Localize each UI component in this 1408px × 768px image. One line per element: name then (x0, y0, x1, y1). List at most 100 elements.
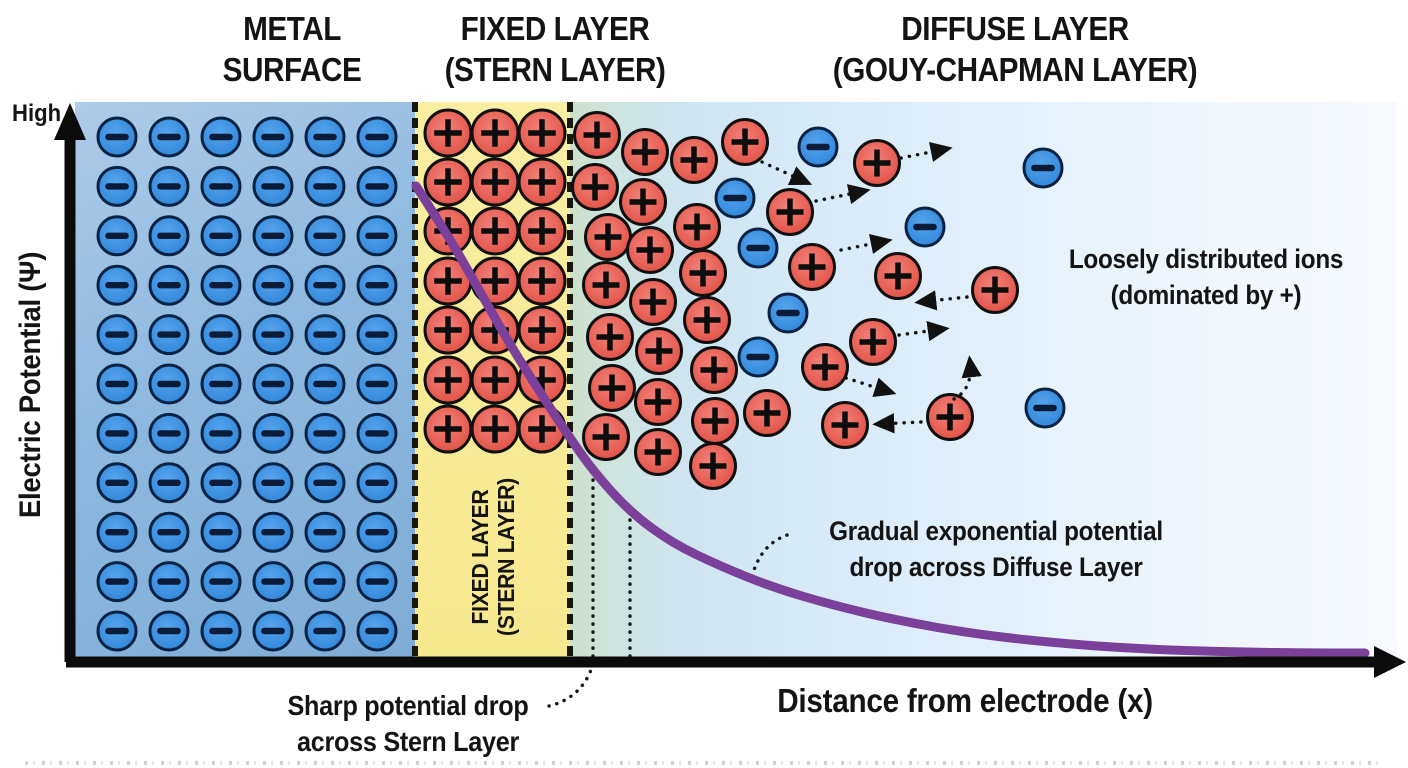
axes (54, 103, 1406, 678)
header-metal-line1: METAL (243, 10, 341, 47)
positive-ion (673, 203, 721, 251)
annotation-loose-ions: Loosely distributed ions (dominated by +… (1068, 241, 1344, 313)
positive-ion (683, 296, 731, 344)
positive-ion (423, 355, 473, 405)
positive-ion (821, 401, 869, 449)
negative-ion (96, 412, 138, 454)
negative-ion (304, 116, 346, 158)
positive-ion (689, 442, 737, 490)
annotation-sharp-drop: Sharp potential drop across Stern Layer (287, 688, 528, 760)
positive-ion (766, 188, 814, 236)
negative-ion (252, 610, 294, 652)
x-axis-arrowhead (1374, 646, 1406, 678)
positive-ion (690, 346, 738, 394)
negative-ion (148, 264, 190, 306)
positive-ion (423, 404, 473, 454)
positive-ion (517, 256, 567, 306)
negative-ion (200, 264, 242, 306)
stern-band-label-line2: (STERN LAYER) (493, 478, 519, 636)
annotation-gradual-drop: Gradual exponential potential drop acros… (829, 513, 1163, 585)
negative-ion (148, 363, 190, 405)
positive-ion (853, 139, 901, 187)
gradual-drop-line1: Gradual exponential potential (829, 516, 1163, 546)
negative-ion (737, 336, 779, 378)
negative-ion (96, 363, 138, 405)
negative-ion (200, 462, 242, 504)
negative-ion (200, 412, 242, 454)
negative-ion (148, 462, 190, 504)
positive-ion (721, 118, 769, 166)
negative-ion (96, 561, 138, 603)
positive-ion (582, 261, 630, 309)
bottom-artifact-strip (25, 761, 1383, 765)
header-diffuse-line1: DIFFUSE LAYER (901, 10, 1129, 47)
negative-ion (96, 215, 138, 257)
loose-ions-line1: Loosely distributed ions (1068, 244, 1344, 274)
sharp-drop-line1: Sharp potential drop (287, 690, 529, 721)
y-axis-high-label: High (12, 100, 62, 127)
positive-ion (470, 355, 520, 405)
negative-ion (252, 561, 294, 603)
positive-ion (849, 318, 897, 366)
negative-ion (356, 462, 398, 504)
positive-ion (470, 206, 520, 256)
negative-ion (96, 314, 138, 356)
negative-ion (200, 314, 242, 356)
positive-ion (423, 108, 473, 158)
negative-ion (200, 215, 242, 257)
negative-ion (252, 412, 294, 454)
positive-ion (517, 157, 567, 207)
negative-ion (304, 215, 346, 257)
dotted-guide-lines (547, 470, 792, 708)
sharp-drop-line2: across Stern Layer (296, 726, 520, 757)
negative-ion (304, 462, 346, 504)
negative-ion (148, 511, 190, 553)
header-stern-layer: FIXED LAYER (STERN LAYER) (445, 8, 666, 90)
negative-ion (252, 511, 294, 553)
positive-ion (635, 327, 683, 375)
negative-ion (356, 561, 398, 603)
negative-ion (356, 314, 398, 356)
negative-ion (714, 177, 756, 219)
header-stern-line2: (STERN LAYER) (444, 51, 666, 88)
ion-motion-arrows (760, 141, 982, 434)
ions (96, 108, 1066, 652)
loose-ions-line2: (dominated by +) (1110, 280, 1302, 310)
header-stern-line1: FIXED LAYER (460, 10, 650, 47)
y-axis-label: Electric Potential (Ψ) (14, 251, 47, 519)
positive-ion (423, 157, 473, 207)
negative-ion (304, 165, 346, 207)
x-axis-label: Distance from electrode (x) (777, 682, 1153, 719)
stern-band-label-line1: FIXED LAYER (467, 489, 493, 625)
negative-ion (148, 412, 190, 454)
layer-boundaries (412, 102, 573, 662)
negative-ion (304, 314, 346, 356)
header-diffuse-layer: DIFFUSE LAYER (GOUY-CHAPMAN LAYER) (833, 8, 1198, 90)
positive-ion (517, 108, 567, 158)
negative-ion (304, 264, 346, 306)
positive-ion (874, 252, 922, 300)
positive-ion (573, 111, 621, 159)
negative-ion (96, 165, 138, 207)
negative-ion (356, 264, 398, 306)
negative-ion (148, 215, 190, 257)
negative-ion (252, 215, 294, 257)
negative-ion (356, 363, 398, 405)
negative-ion (767, 292, 809, 334)
negative-ion (148, 561, 190, 603)
negative-ion (96, 462, 138, 504)
positive-ion (679, 249, 727, 297)
positive-ion (582, 413, 630, 461)
negative-ion (200, 363, 242, 405)
negative-ion (252, 264, 294, 306)
negative-ion (797, 126, 839, 168)
header-metal-line2: SURFACE (222, 51, 362, 88)
negative-ion (304, 610, 346, 652)
positive-ion (621, 128, 669, 176)
negative-ion (148, 610, 190, 652)
negative-ion (200, 610, 242, 652)
negative-ion (356, 165, 398, 207)
negative-ion (200, 165, 242, 207)
positive-ion (629, 278, 677, 326)
